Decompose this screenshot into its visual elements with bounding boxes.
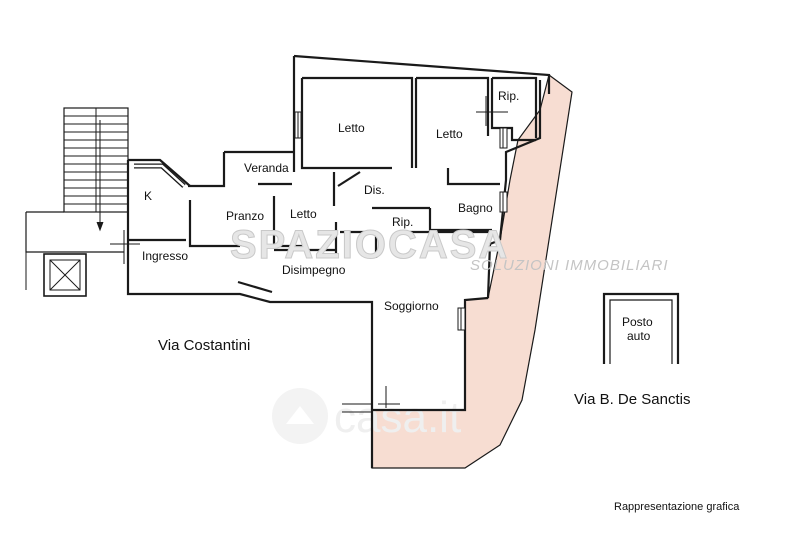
elevator-box (25, 211, 129, 297)
door-marks (110, 96, 508, 413)
room-label-posto: Posto (622, 315, 653, 329)
room-label-disimpegno: Disimpegno (282, 263, 346, 277)
kitchen-diagonal (134, 163, 186, 188)
brand-name: SPAZIOCASA (230, 223, 509, 267)
parking-space (602, 292, 680, 364)
room-label-rip-2: Rip. (392, 215, 413, 229)
disclaimer-note: Rappresentazione grafica (614, 501, 740, 513)
room-label-soggiorno: Soggiorno (384, 299, 439, 313)
room-label-veranda: Veranda (244, 161, 289, 175)
street-label-east: Via B. De Sanctis (574, 391, 690, 408)
room-label-auto: auto (627, 329, 651, 343)
room-label-bagno: Bagno (458, 201, 493, 215)
room-label-pranzo: Pranzo (226, 209, 264, 223)
street-label-west: Via Costantini (158, 337, 250, 354)
room-label-rip-1: Rip. (498, 89, 519, 103)
exterior-walls (126, 54, 551, 468)
room-label-k: K (144, 189, 152, 203)
brand-logo: SPAZIOCASA SOLUZIONI IMMOBILIARI (230, 223, 669, 275)
staircase (63, 107, 129, 232)
interior-walls (128, 76, 538, 294)
room-label-ingresso: Ingresso (142, 249, 188, 263)
room-label-letto-1: Letto (338, 121, 365, 135)
room-label-letto-2: Letto (436, 127, 463, 141)
brand-tagline: SOLUZIONI IMMOBILIARI (470, 257, 669, 274)
watermark-text: casa.it (334, 393, 461, 442)
windows (294, 111, 508, 331)
room-label-letto-3: Letto (290, 207, 317, 221)
room-label-dis: Dis. (364, 183, 385, 197)
watermark: casa.it (272, 388, 461, 444)
